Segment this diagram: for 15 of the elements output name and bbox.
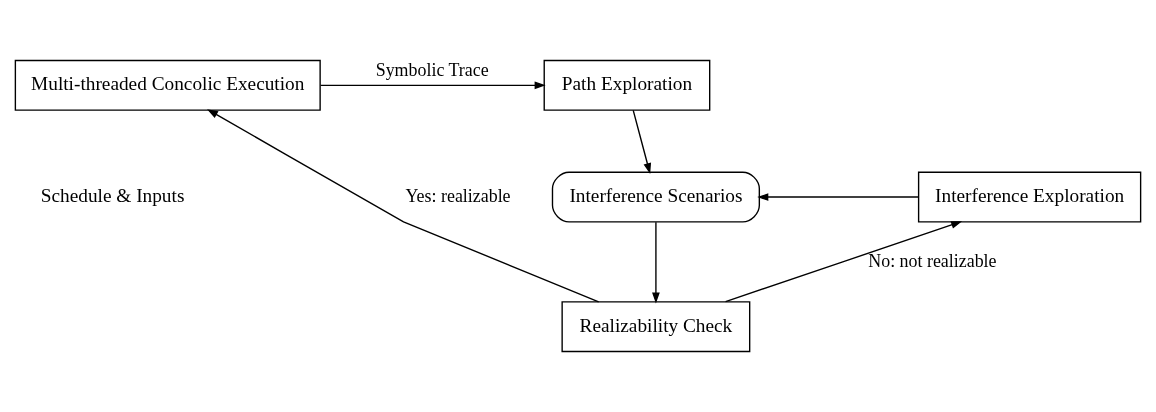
- arrow: [757, 193, 920, 201]
- node-box: Multi-threaded Concolic Execution: [14, 59, 321, 111]
- arrow: [207, 109, 600, 303]
- label: Schedule & Inputs: [40, 185, 185, 207]
- edge-label: Yes: realizable: [405, 185, 511, 206]
- node-box: Realizability Check: [561, 301, 751, 353]
- arrow: [632, 109, 652, 175]
- node-box: Interference Exploration: [917, 171, 1142, 223]
- edge-label: No: not realizable: [868, 250, 997, 271]
- arrow: [724, 221, 963, 303]
- node-box: Interference Scenarios: [551, 171, 761, 223]
- edge-label: Symbolic Trace: [375, 60, 489, 81]
- arrow: [652, 221, 660, 304]
- node-box: Path Exploration: [543, 59, 711, 111]
- arrow: [319, 81, 546, 90]
